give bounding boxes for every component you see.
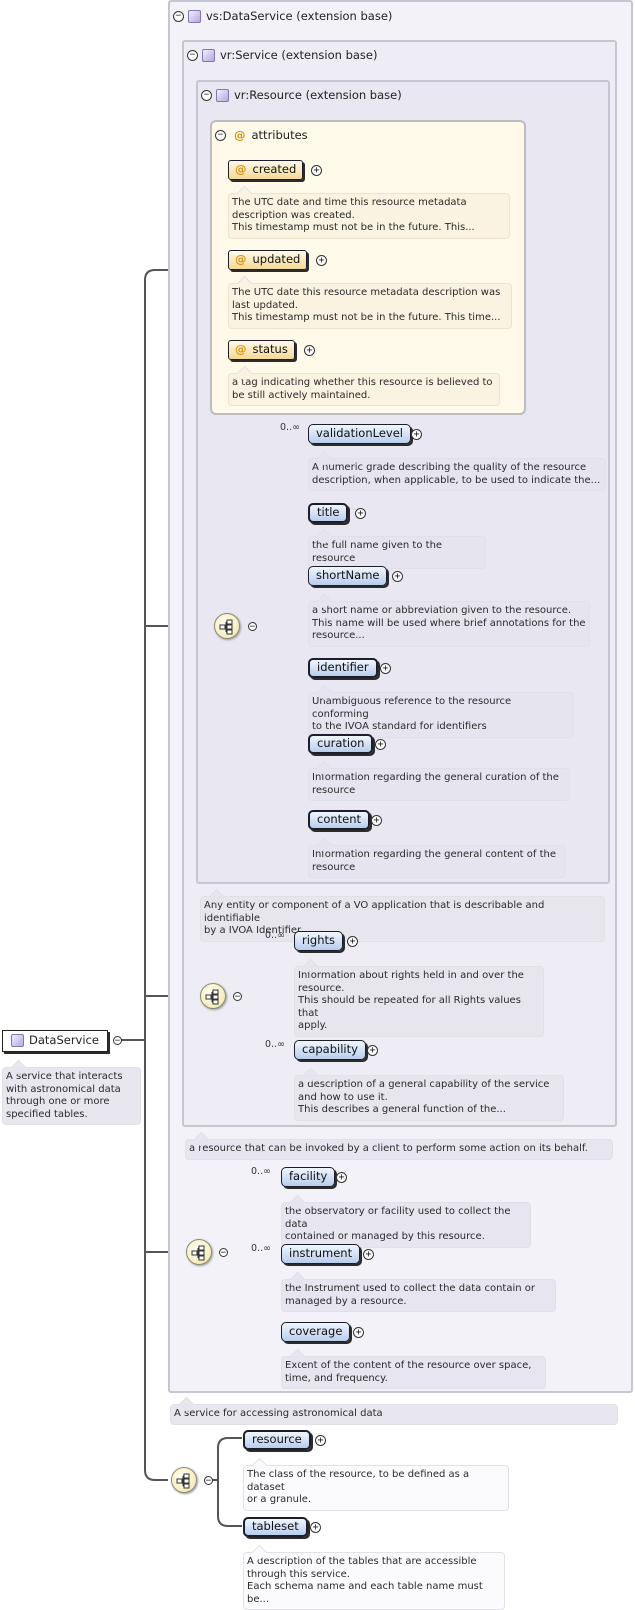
cardinality-label: 0..∞	[265, 1039, 285, 1050]
element-shortname[interactable]: shortName	[308, 566, 388, 586]
element-curation[interactable]: curation	[308, 734, 374, 754]
plus-expand-icon[interactable]: +	[367, 1045, 378, 1056]
plus-expand-icon[interactable]: +	[353, 1327, 364, 1338]
attribute-label: created	[252, 162, 297, 176]
cardinality-label: 0..∞	[280, 422, 300, 433]
minus-toggle-icon[interactable]: −	[113, 1036, 122, 1046]
minus-toggle-icon[interactable]: −	[219, 1248, 228, 1258]
plus-expand-icon[interactable]: +	[392, 571, 403, 582]
element-coverage[interactable]: coverage	[281, 1322, 351, 1342]
plus-expand-icon[interactable]: +	[375, 739, 386, 750]
element-resource[interactable]: resource	[243, 1430, 311, 1450]
element-validationlevel-doc: A numeric grade describing the quality o…	[308, 458, 606, 492]
element-validationlevel[interactable]: validationLevel	[308, 424, 411, 444]
service-extension-header[interactable]: − vr:Service (extension base)	[187, 45, 377, 65]
root-element-doc: A service that interacts with astronomic…	[2, 1067, 141, 1126]
cardinality-label: 0..∞	[265, 930, 285, 941]
root-trunk	[144, 269, 210, 1481]
element-curation-doc: Information regarding the general curati…	[308, 768, 570, 802]
minus-toggle-icon[interactable]: −	[204, 1476, 213, 1486]
dataservice-extension-doc: A service for accessing astronomical dat…	[170, 1404, 618, 1425]
plus-expand-icon[interactable]: +	[336, 1172, 347, 1183]
plus-expand-icon[interactable]: +	[371, 815, 382, 826]
sequence-compositor-icon[interactable]	[214, 613, 240, 639]
plus-expand-icon[interactable]: +	[315, 1435, 326, 1446]
plus-expand-icon[interactable]: +	[316, 255, 327, 266]
plus-expand-icon[interactable]: +	[411, 429, 422, 440]
plus-expand-icon[interactable]: +	[363, 1249, 374, 1260]
sequence-compositor-icon[interactable]	[171, 1467, 197, 1493]
attribute-status[interactable]: @ status	[228, 340, 295, 360]
sequence-compositor-icon[interactable]	[200, 983, 226, 1009]
attribute-created[interactable]: @ created	[228, 160, 304, 180]
minus-toggle-icon[interactable]: −	[173, 11, 184, 22]
complex-type-icon	[188, 10, 201, 23]
element-capability-doc: a description of a general capability of…	[294, 1075, 564, 1121]
cardinality-label: 0..∞	[251, 1243, 271, 1254]
dataservice-extension-title: vs:DataService (extension base)	[206, 9, 393, 23]
element-content-doc: Information regarding the general conten…	[308, 845, 566, 879]
minus-toggle-icon[interactable]: −	[187, 50, 198, 61]
element-identifier-doc: Unambiguous reference to the resource co…	[308, 692, 574, 738]
element-facility[interactable]: facility	[281, 1167, 336, 1187]
element-identifier[interactable]: identifier	[308, 658, 378, 678]
minus-toggle-icon[interactable]: −	[215, 130, 226, 141]
sequence-compositor-icon[interactable]	[186, 1239, 212, 1265]
resource-extension-title: vr:Resource (extension base)	[234, 88, 402, 102]
element-shortname-doc: a short name or abbreviation given to th…	[308, 601, 590, 647]
minus-toggle-icon[interactable]: −	[233, 992, 242, 1002]
service-extension-doc: a resource that can be invoked by a clie…	[185, 1139, 613, 1160]
plus-expand-icon[interactable]: +	[304, 345, 315, 356]
attributes-header[interactable]: −@ attributes	[215, 125, 308, 145]
at-sign-attribute-icon: @	[235, 342, 247, 356]
attribute-updated-doc: The UTC date this resource metadata desc…	[228, 283, 512, 329]
attribute-label: status	[252, 342, 288, 356]
resource-extension-doc: Any entity or component of a VO applicat…	[200, 896, 605, 942]
minus-toggle-icon[interactable]: −	[201, 90, 212, 101]
bottom-seq-trunk	[208, 1437, 242, 1527]
service-extension-title: vr:Service (extension base)	[220, 48, 378, 62]
element-tableset[interactable]: tableset	[243, 1517, 308, 1537]
complex-type-icon	[202, 49, 215, 62]
plus-expand-icon[interactable]: +	[347, 936, 358, 947]
element-facility-doc: the observatory or facility used to coll…	[281, 1202, 531, 1248]
dataservice-extension-header[interactable]: − vs:DataService (extension base)	[173, 6, 392, 26]
cardinality-label: 0..∞	[251, 1166, 271, 1177]
plus-expand-icon[interactable]: +	[310, 1522, 321, 1533]
element-tableset-doc: A description of the tables that are acc…	[243, 1552, 505, 1610]
plus-expand-icon[interactable]: +	[355, 508, 366, 519]
complex-type-icon	[11, 1034, 24, 1047]
element-coverage-doc: Extent of the content of the resource ov…	[281, 1356, 546, 1390]
element-content[interactable]: content	[308, 810, 371, 830]
attributes-title: attributes	[251, 128, 308, 142]
at-sign-attribute-icon: @	[235, 162, 247, 176]
element-resource-doc: The class of the resource, to be defined…	[243, 1465, 509, 1511]
element-rights[interactable]: rights	[294, 931, 344, 951]
element-title[interactable]: title	[308, 503, 349, 523]
plus-expand-icon[interactable]: +	[380, 663, 391, 674]
root-element-label: DataService	[29, 1033, 99, 1047]
minus-toggle-icon[interactable]: −	[248, 622, 257, 632]
attribute-updated[interactable]: @ updated	[228, 250, 308, 270]
attribute-status-doc: a tag indicating whether this resource i…	[228, 373, 500, 407]
attribute-created-doc: The UTC date and time this resource meta…	[228, 193, 510, 239]
at-sign-attribute-icon: @	[234, 128, 246, 142]
complex-type-icon	[216, 89, 229, 102]
element-instrument-doc: the Instrument used to collect the data …	[281, 1279, 556, 1313]
root-element-dataservice[interactable]: DataService	[2, 1030, 108, 1052]
element-title-doc: the full name given to the resource	[308, 536, 486, 570]
element-rights-doc: Information about rights held in and ove…	[294, 966, 544, 1037]
element-capability[interactable]: capability	[294, 1040, 366, 1060]
plus-expand-icon[interactable]: +	[311, 165, 322, 176]
attribute-label: updated	[252, 252, 301, 266]
resource-extension-header[interactable]: − vr:Resource (extension base)	[201, 85, 402, 105]
at-sign-attribute-icon: @	[235, 252, 247, 266]
element-instrument[interactable]: instrument	[281, 1244, 361, 1264]
